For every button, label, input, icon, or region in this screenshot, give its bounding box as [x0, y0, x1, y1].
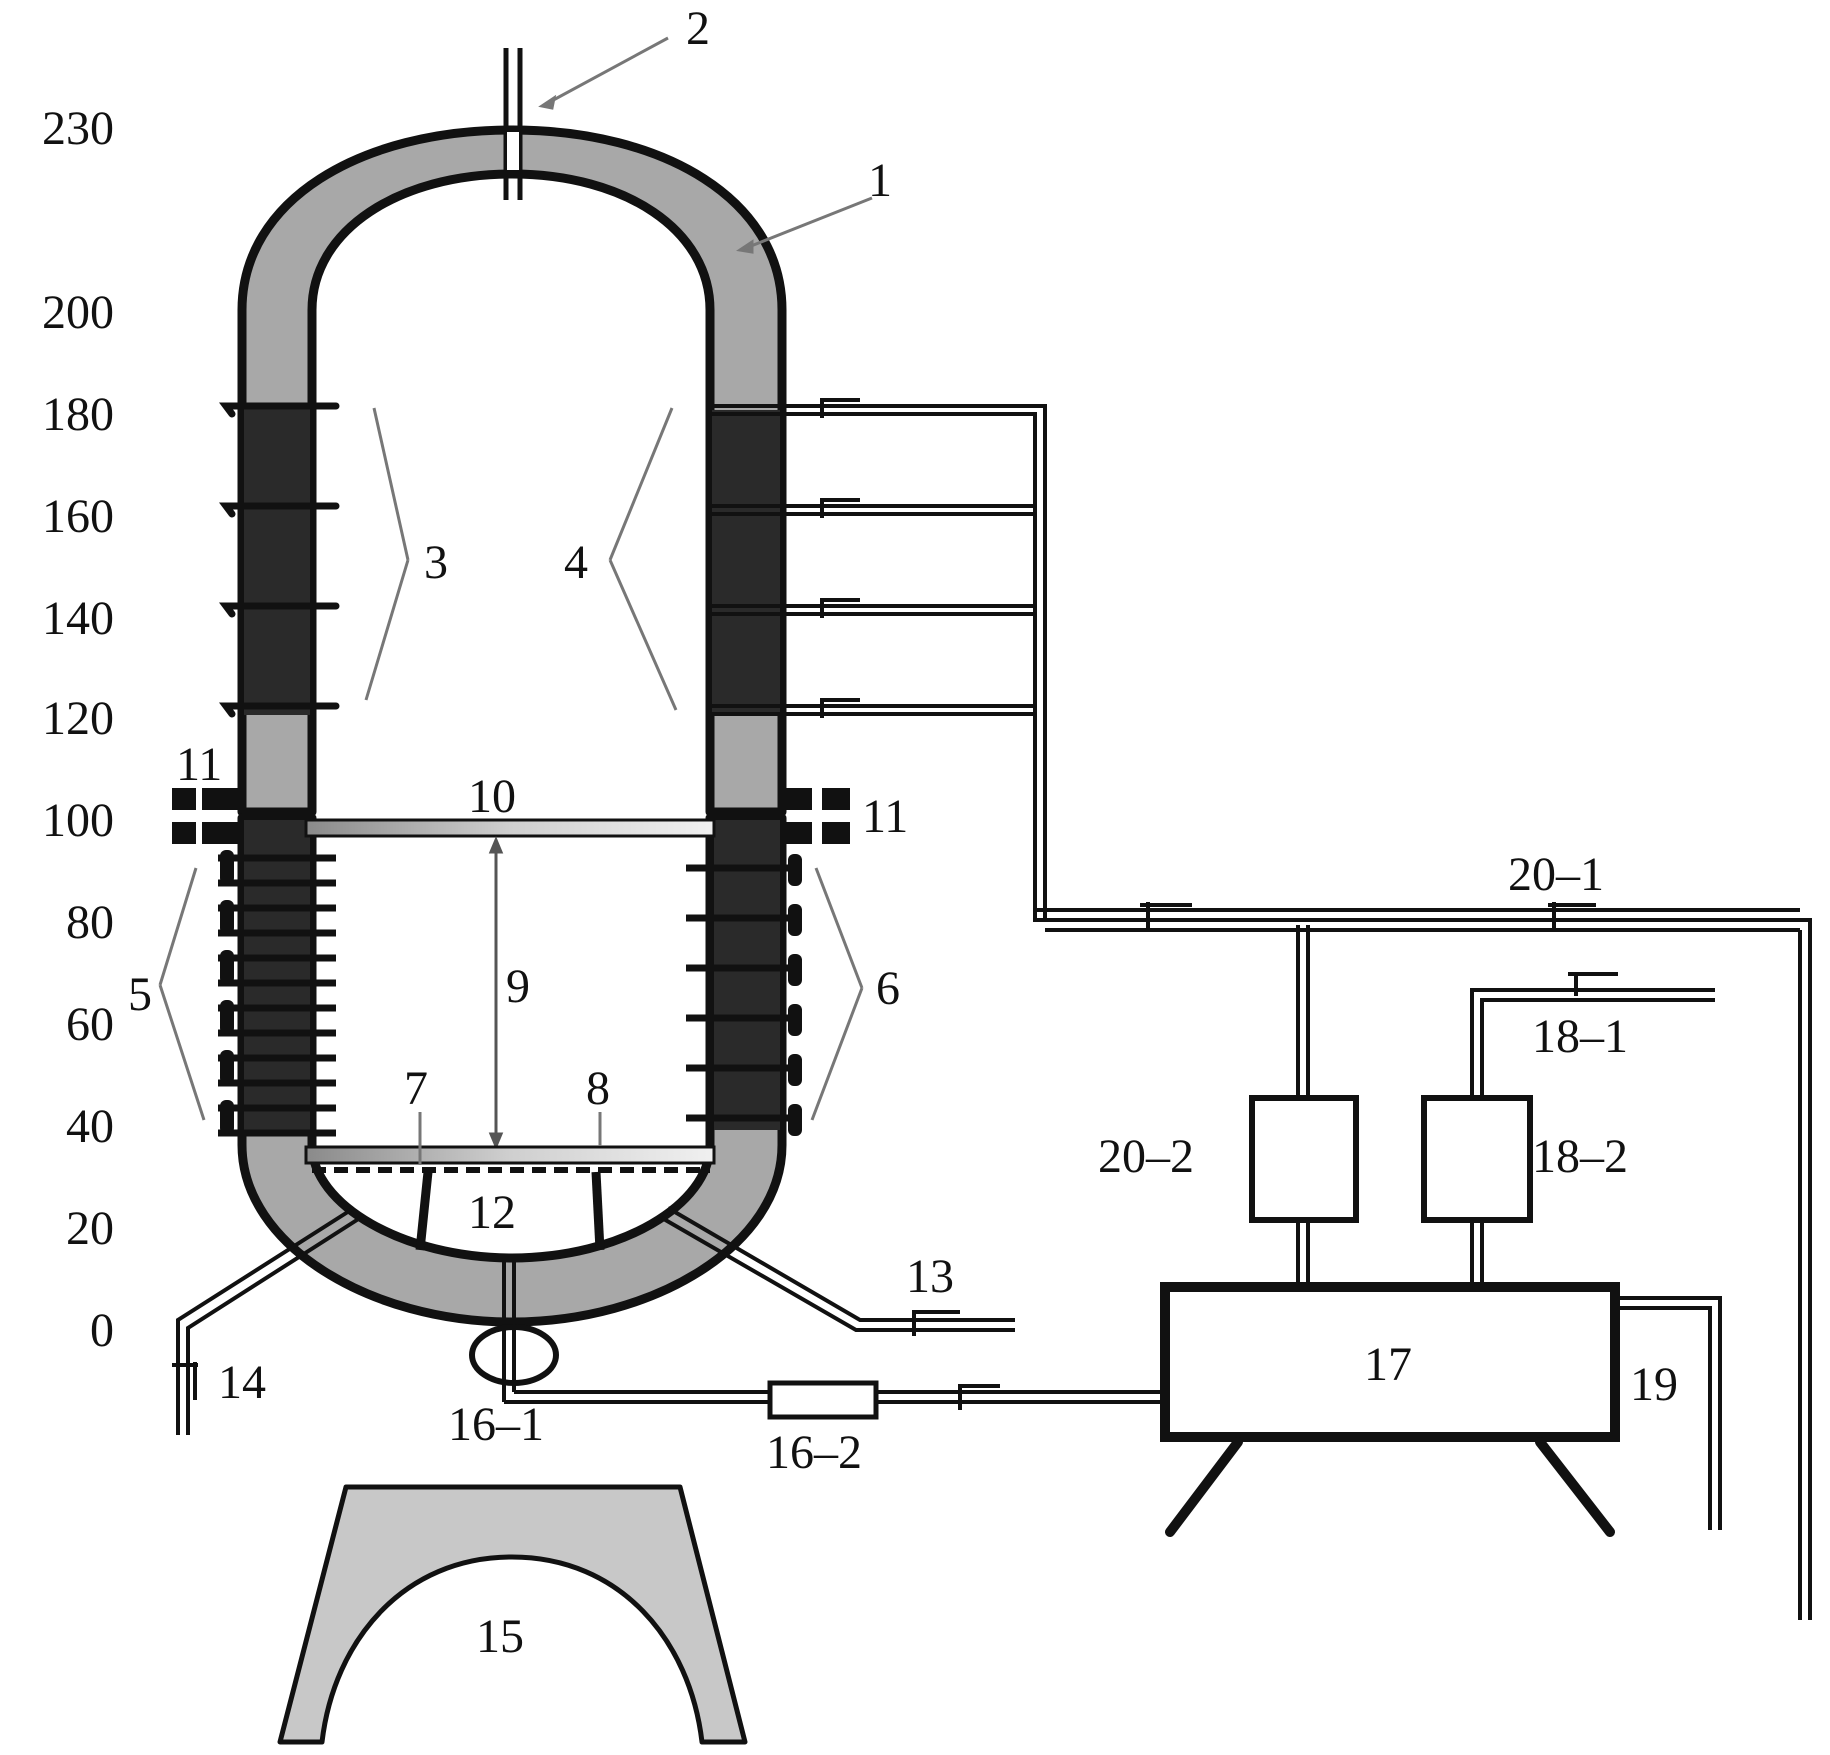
condenser-20-2	[1249, 1095, 1359, 1223]
callout-label: 10	[468, 770, 516, 823]
left-lower-sleeve	[244, 820, 310, 1130]
heater-clamp	[788, 1104, 802, 1136]
heater-clamp	[220, 850, 234, 884]
callout-label: 5	[128, 968, 152, 1021]
tank-legs	[1165, 1437, 1615, 1537]
top-outlet-pipe	[503, 48, 523, 200]
lower-distributor-plate	[304, 1145, 716, 1165]
left-heater-elements	[218, 850, 336, 1137]
callout-label: 7	[404, 1062, 428, 1115]
right-flange	[782, 788, 850, 844]
callout-label: 18–2	[1532, 1130, 1628, 1183]
upper-vessel-wall	[237, 125, 787, 817]
callout-label: 1	[868, 154, 892, 207]
callout-label: 14	[218, 1356, 266, 1409]
bed-height-arrow	[488, 836, 504, 1150]
scale-label: 160	[42, 490, 114, 543]
callout-label: 8	[586, 1062, 610, 1115]
upper-distributor-plate	[304, 818, 716, 838]
flowmeter	[767, 1380, 879, 1420]
callout-label: 9	[506, 960, 530, 1013]
heater-clamp	[788, 1054, 802, 1086]
callout-label: 11	[862, 790, 908, 843]
right-sleeve	[712, 410, 780, 712]
callout-label: 6	[876, 962, 900, 1015]
right-drain-pipe	[661, 1206, 1015, 1336]
scale-label: 20	[66, 1202, 114, 1255]
heater-clamp	[220, 900, 234, 934]
scale-label: 60	[66, 998, 114, 1051]
right-heater-elements	[686, 854, 802, 1136]
callout-label: 13	[906, 1250, 954, 1303]
left-flange	[172, 788, 242, 844]
scale-label: 120	[42, 692, 114, 745]
scale-label: 180	[42, 388, 114, 441]
callout-label: 3	[424, 536, 448, 589]
preheater-coil	[469, 1324, 559, 1386]
heater-clamp	[220, 950, 234, 984]
callout-label: 16–2	[766, 1426, 862, 1479]
vessel-wall	[237, 125, 787, 1327]
callout-label: 20–1	[1508, 848, 1604, 901]
scale-label: 200	[42, 286, 114, 339]
callout-label: 11	[176, 738, 222, 791]
scale-label: 100	[42, 794, 114, 847]
heater-clamp	[220, 1000, 234, 1034]
scale-label: 140	[42, 592, 114, 645]
callout-label: 2	[686, 2, 710, 55]
scale-label: 40	[66, 1100, 114, 1153]
condenser-line-20	[1296, 925, 1310, 1292]
heater-clamp	[788, 904, 802, 936]
height-scale: 230 200 180 160 140 120 100 80 60 40 20 …	[42, 102, 114, 1357]
collection-tank	[1160, 1282, 1620, 1442]
callout-labels: 2 1 3 4 11 11 10 9 5 6 7 8 12 13 14 16–1…	[128, 2, 1678, 1663]
top-pipe-bore	[507, 132, 519, 170]
condenser-line-18	[1470, 972, 1715, 1292]
plate-supports	[415, 1171, 605, 1251]
scale-label: 0	[90, 1304, 114, 1357]
right-lower-sleeve	[714, 820, 780, 1130]
callout-label: 17	[1364, 1338, 1412, 1391]
heater-clamp	[788, 854, 802, 886]
gas-header-line	[1033, 902, 1812, 1620]
left-probes	[219, 402, 340, 718]
condenser-18-2	[1421, 1095, 1533, 1223]
right-probe-valves	[820, 398, 860, 718]
tank-outlet-pipe	[1615, 1296, 1722, 1530]
feed-line	[876, 1384, 1165, 1410]
leader-lines	[158, 36, 873, 1165]
callout-label: 4	[564, 536, 588, 589]
callout-label: 16–1	[448, 1398, 544, 1451]
heater-clamp	[788, 1004, 802, 1036]
callout-label: 20–2	[1098, 1130, 1194, 1183]
heater-clamp	[220, 1050, 234, 1084]
scale-label: 230	[42, 102, 114, 155]
callout-label: 12	[468, 1186, 516, 1239]
callout-label: 18–1	[1532, 1010, 1628, 1063]
scale-label: 80	[66, 896, 114, 949]
heater-clamp	[220, 1100, 234, 1134]
burner-base	[277, 1484, 748, 1745]
left-sleeve	[244, 405, 310, 715]
left-drain-pipe	[172, 1206, 362, 1435]
callout-label: 15	[476, 1610, 524, 1663]
heater-clamp	[788, 954, 802, 986]
callout-label: 19	[1630, 1358, 1678, 1411]
